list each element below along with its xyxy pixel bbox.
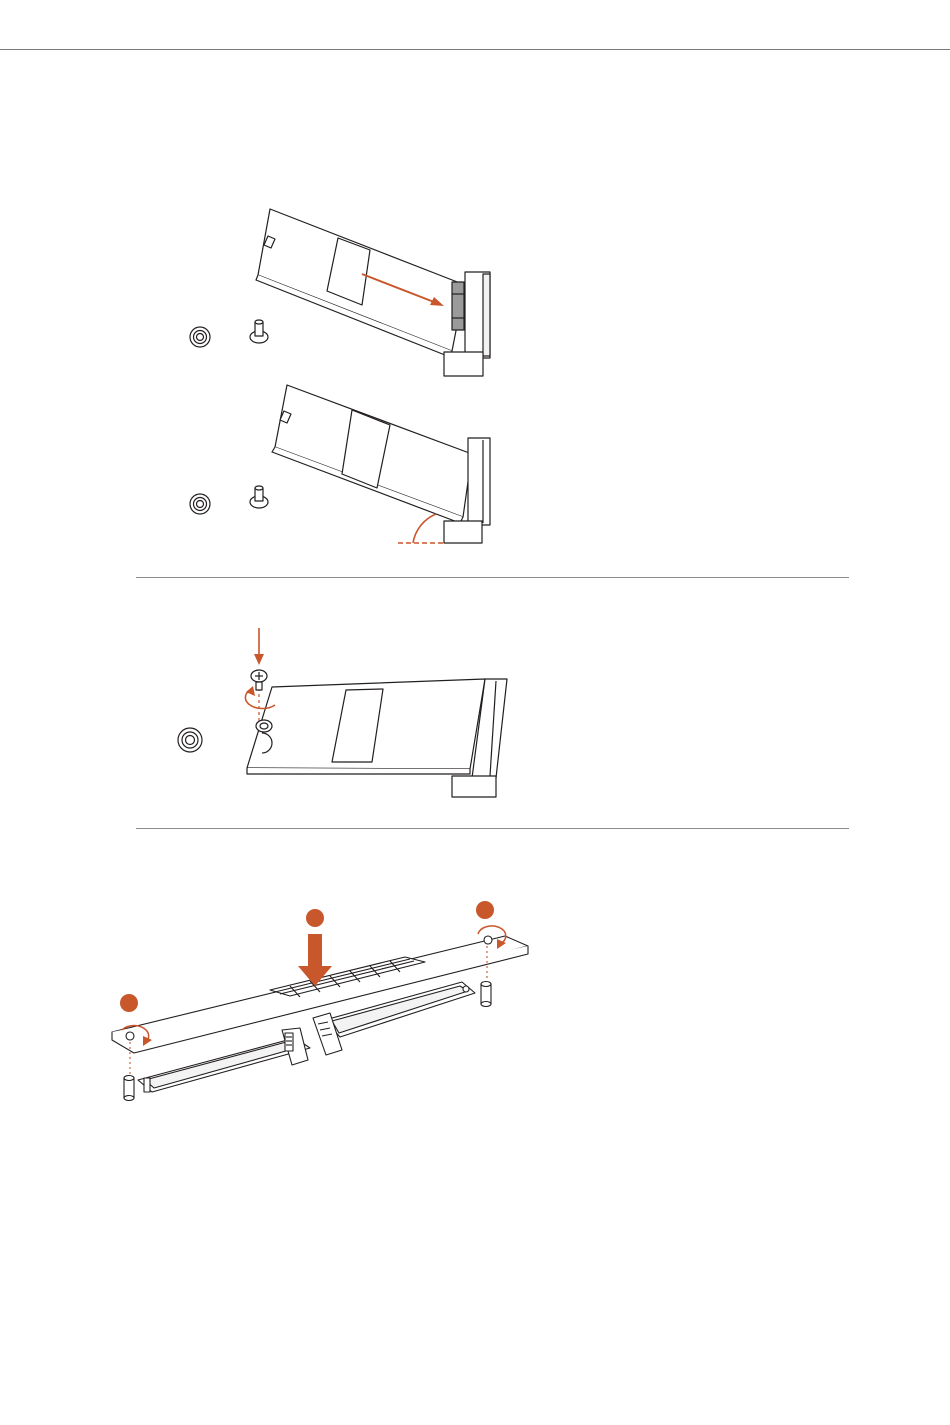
standoff-post-icon [250,486,268,508]
figure-module-angle [180,375,500,550]
section-divider [136,828,849,829]
figure-screw-module [170,625,510,800]
m2-socket-icon [282,1028,308,1065]
standoff-ring-icon [190,327,210,347]
angle-arc-icon [398,514,444,543]
m2-module-icon [272,385,472,523]
heatsink-install-illustration [105,895,535,1105]
standoff-post-icon [250,320,268,343]
standoff-ring-icon [190,494,210,514]
standoff-post-icon [124,1076,150,1101]
standoff-ring-icon [256,720,272,732]
m2-module-icon [247,679,485,774]
page-top-rule [0,49,950,50]
step-marker-icon [476,901,494,919]
m2-module-icon [138,1038,310,1092]
screw-icon [251,670,267,690]
insert-module-illustration [180,200,500,385]
figure-insert-module [180,200,500,385]
step-marker-icon [306,909,324,927]
step-marker-icon [120,994,138,1012]
standoff-ring-icon [178,728,202,752]
figure-heatsink-install [105,895,535,1105]
standoff-post-icon [481,982,491,1007]
module-angle-illustration [180,375,500,550]
section-divider [136,577,849,578]
screw-module-illustration [170,625,510,800]
m2-module-icon [256,209,465,357]
